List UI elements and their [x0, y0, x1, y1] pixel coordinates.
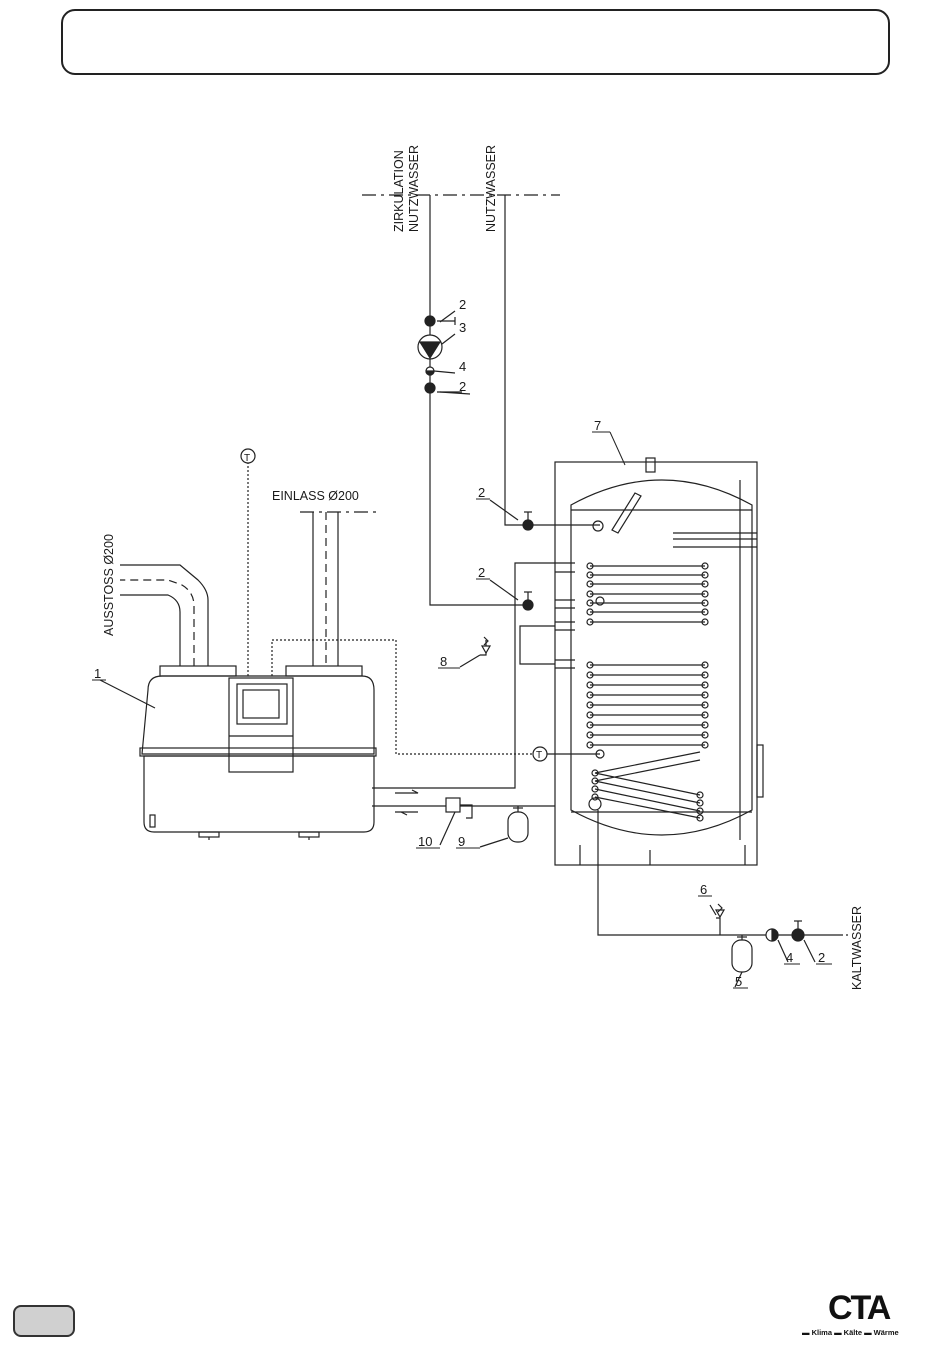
tank-top-fitting: [646, 458, 655, 472]
safety-valve-8: [460, 637, 490, 667]
valve-2c: [523, 520, 533, 530]
valve-2a: [425, 316, 435, 326]
tank-side-flange: [757, 745, 763, 797]
control-cable: [272, 640, 533, 754]
logo-tagline: ▬ Klima ▬ Kälte ▬ Wärme: [802, 1328, 922, 1337]
expansion-vessel-9: [508, 812, 528, 842]
callout-2e: 2: [818, 950, 825, 965]
callout-6: 6: [700, 882, 707, 897]
callout-3: 3: [459, 320, 466, 335]
label-ausstoss: AUSSTOSS Ø200: [102, 534, 116, 636]
page-number-tab: [13, 1305, 75, 1337]
circulation-pipe: [430, 195, 526, 605]
callout-2c: 2: [478, 485, 485, 500]
label-nutzwasser: NUTZWASSER: [484, 145, 498, 232]
label-kaltwasser: KALTWASSER: [850, 906, 864, 990]
callout-7: 7: [594, 418, 601, 433]
control-display: [243, 690, 279, 718]
callout-1: 1: [94, 666, 101, 681]
tank-frame: [555, 462, 757, 865]
middle-coil: [587, 662, 708, 748]
cta-logo: CTA ▬ Klima ▬ Kälte ▬ Wärme: [802, 1290, 922, 1345]
label-zirkulation: ZIRKULATION: [392, 150, 406, 232]
callout-9: 9: [458, 834, 465, 849]
callout-10: 10: [418, 834, 432, 849]
callout-8: 8: [440, 654, 447, 669]
exhaust-duct: [120, 565, 208, 666]
callout-2b: 2: [459, 379, 466, 394]
hot-water-pipe: [505, 195, 600, 525]
sensor-symbol-outdoor: T: [244, 453, 250, 464]
label-nutzwasser-circ: NUTZWASSER: [407, 145, 421, 232]
control-panel: [229, 678, 293, 772]
callout-2a: 2: [459, 297, 466, 312]
label-einlass: EINLASS Ø200: [272, 489, 359, 503]
safety-valve-6: [716, 904, 724, 935]
logo-mark: CTA: [828, 1290, 889, 1326]
valve-2d: [523, 600, 533, 610]
callout-4b: 4: [786, 950, 793, 965]
lower-coil: [589, 752, 703, 821]
callout-2d: 2: [478, 565, 485, 580]
callout-4a: 4: [459, 359, 466, 374]
sensor-symbol-tank: T: [536, 750, 542, 761]
valve-2e: [792, 929, 804, 941]
intake-duct: [300, 512, 376, 666]
valve-2b: [425, 383, 435, 393]
upper-coil: [587, 563, 708, 625]
heat-pump-unit: [140, 666, 376, 840]
dirt-separator-10: [446, 798, 460, 812]
callout-5: 5: [735, 974, 742, 989]
expansion-vessel-5: [732, 940, 752, 972]
